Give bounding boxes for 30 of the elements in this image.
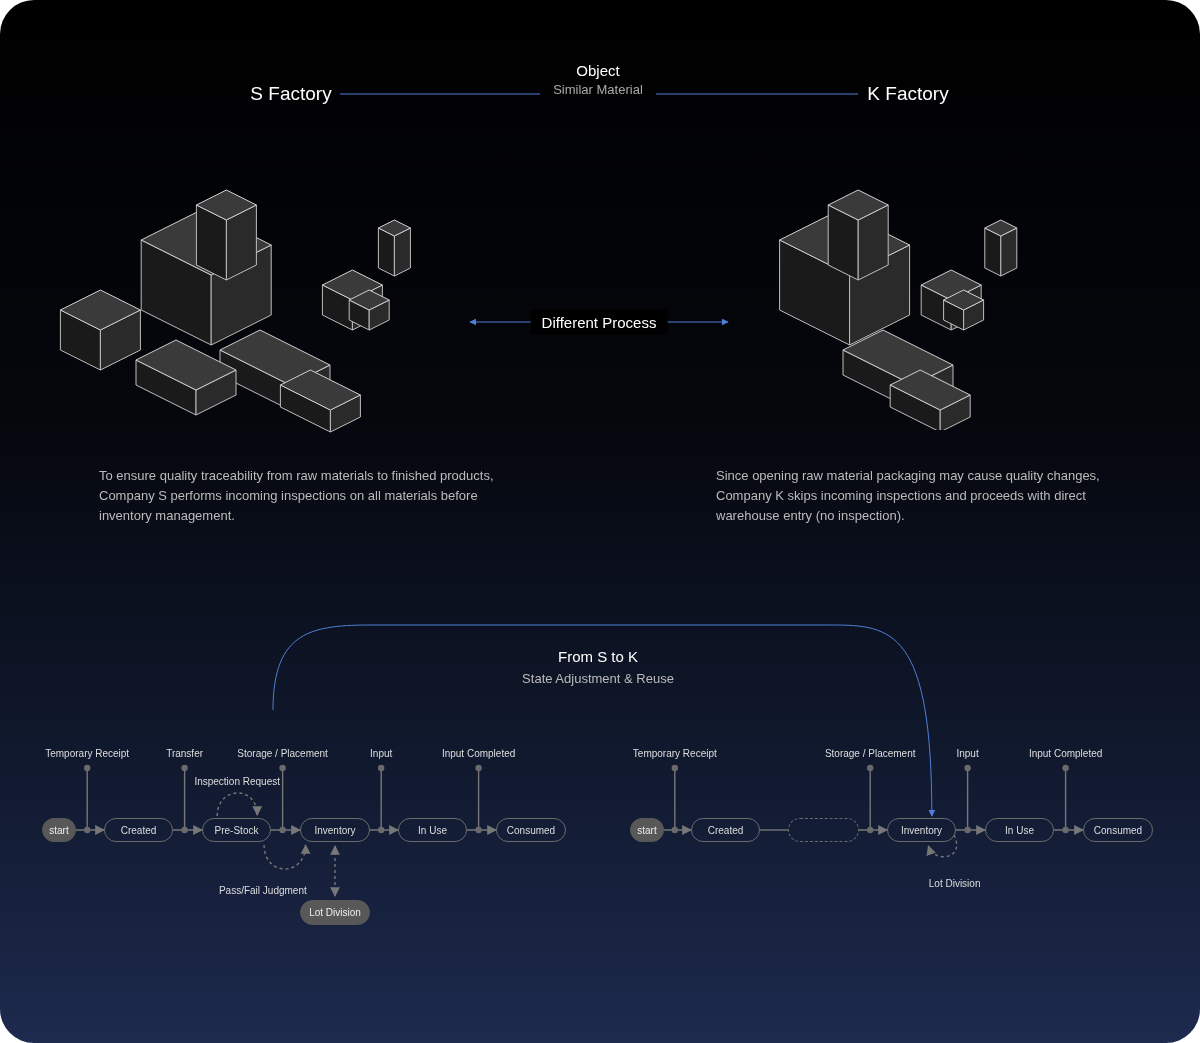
edge-label: Lot Division [928,877,981,889]
description-text: To ensure quality traceability from raw materials to finished products, Company S performs incoming inspections on all materials before inventory management. [99,467,495,525]
edge-label: Temporary Receipt [45,747,130,759]
edge-label: Pass/Fail Judgment [218,884,307,896]
arrow [216,792,262,817]
edge-label: Input [956,747,979,759]
curved-arrow [272,624,936,817]
factory-title: S Factory [242,80,340,108]
edge-label: Input Completed [441,747,516,759]
edge-label: Storage / Placement [824,747,916,759]
arrow [927,834,958,858]
arrow [263,844,310,870]
connector-line [759,829,789,831]
subtitle-text: State Adjustment & Reuse [522,671,674,686]
state-pill: Lot Division [300,900,370,925]
edge-label: Temporary Receipt [632,747,717,759]
subtitle-text: Similar Material [553,82,643,97]
edge-label: Storage / Placement [237,747,328,759]
edge-label: Transfer [166,747,204,759]
heading-text: Object [576,62,620,79]
edge-label: Different Process [530,309,668,335]
factory-title: K Factory [858,80,958,108]
description-text: Since opening raw material packaging may cause quality changes, Company K skips incoming inspections and proceeds with direct warehouse entry (no inspection). [716,467,1101,525]
edge-label: Inspection Request [194,775,280,787]
arrow [330,845,340,897]
heading-text: From S to K [558,648,638,665]
connector-line [339,93,541,95]
connector-line [655,93,859,95]
edge-label: Input [370,747,393,759]
edge-label: Input Completed [1028,747,1103,759]
